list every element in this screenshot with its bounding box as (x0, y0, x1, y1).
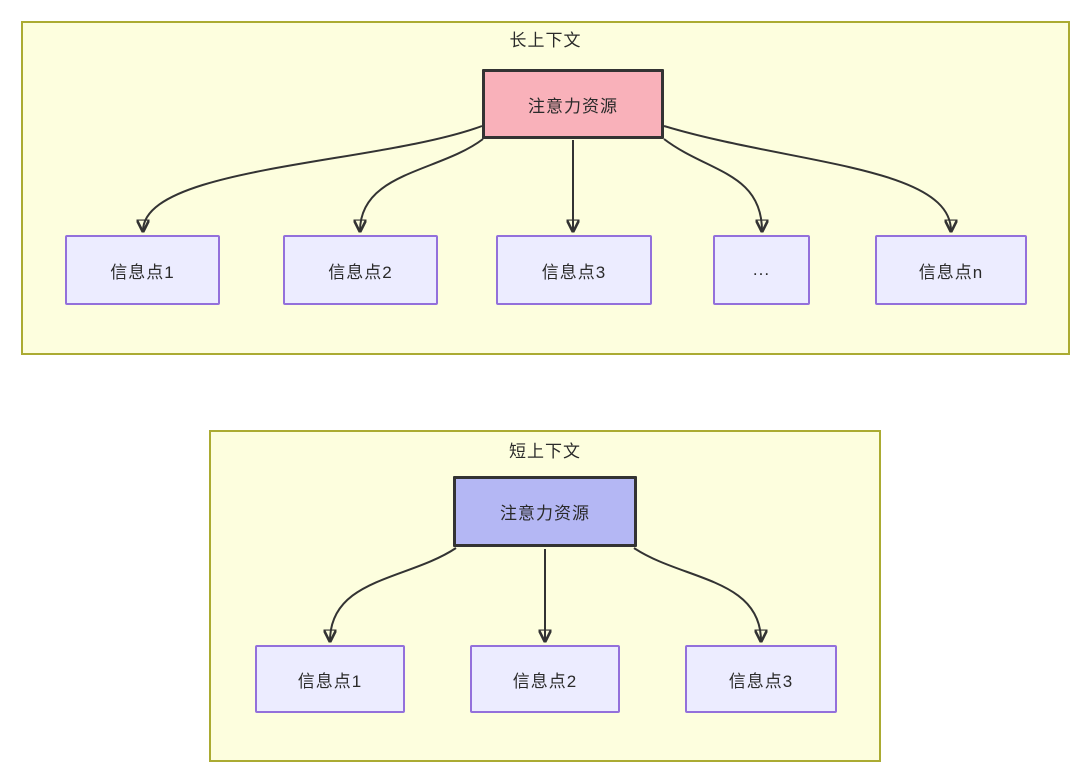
long-info-box-3: 信息点3 (496, 235, 652, 305)
long-info-box-ellipsis: ... (713, 235, 810, 305)
short-info-box-1: 信息点1 (255, 645, 405, 713)
short-info-box-2: 信息点2 (470, 645, 620, 713)
long-info-box-n: 信息点n (875, 235, 1027, 305)
short-attention-box: 注意力资源 (453, 476, 637, 547)
long-context-title: 长上下文 (509, 31, 582, 50)
long-attention-box: 注意力资源 (482, 69, 664, 139)
long-info-box-1: 信息点1 (65, 235, 220, 305)
short-context-title: 短上下文 (509, 442, 581, 461)
short-info-box-3: 信息点3 (685, 645, 837, 713)
long-info-box-2: 信息点2 (283, 235, 438, 305)
